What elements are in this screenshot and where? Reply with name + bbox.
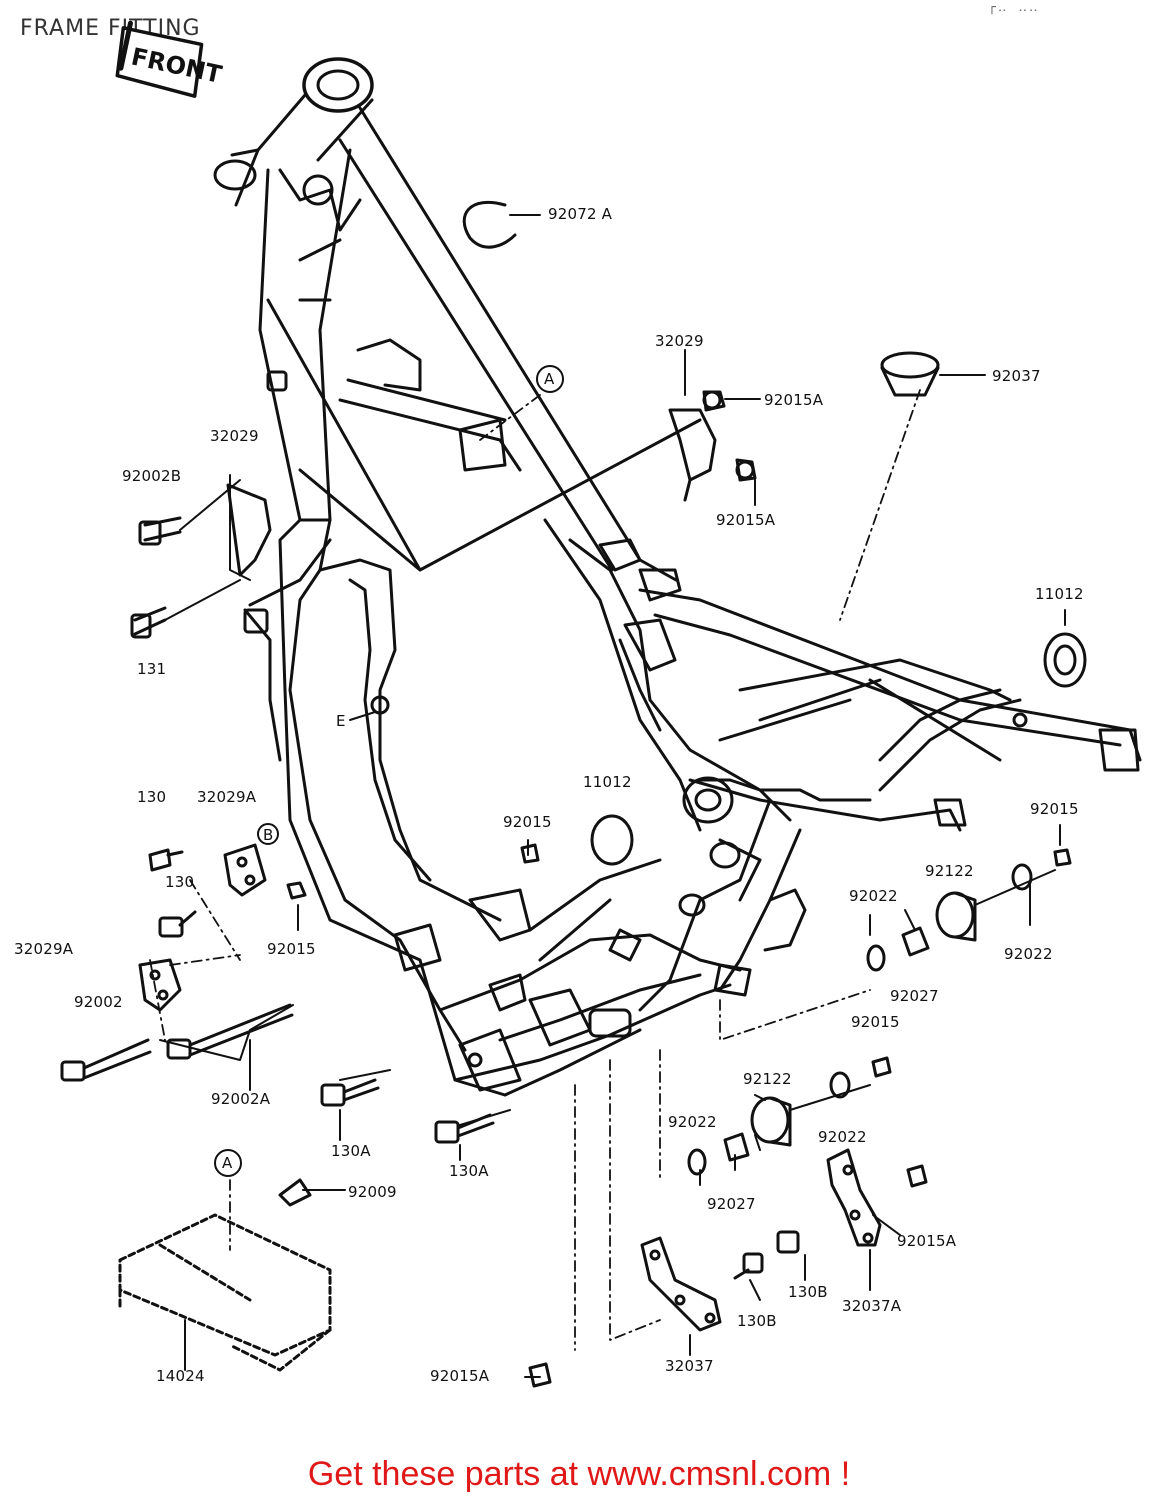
bracket-32029-left [130,483,272,639]
label-92002: 92002 [74,993,123,1011]
marker-e-boss [370,695,390,715]
label-131: 131 [137,660,167,678]
label-92015a-2: 92015A [716,511,776,529]
marker-a-bottom [214,1149,242,1177]
nut-92015a-bottom [528,1362,552,1388]
label-32029-top: 32029 [655,332,704,350]
label-130a-1: 130A [331,1142,371,1160]
steering-head [302,57,374,113]
label-11012-right: 11012 [1035,585,1084,603]
label-92022-3: 92022 [668,1113,717,1131]
plate-32029a-upper [223,843,267,897]
nut-92015-mid [520,843,540,864]
label-14024: 14024 [156,1367,205,1385]
bushing-92122-lower [687,1071,851,1176]
label-e: E [336,712,346,730]
bracket-32029-top [668,390,757,502]
nut-92015-lower [871,1056,892,1078]
band-part [880,351,940,397]
label-92015a-3: 92015A [897,1232,957,1250]
bolt-130-a [148,848,184,872]
label-92022-4: 92022 [818,1128,867,1146]
label-92027-1: 92027 [890,987,939,1005]
label-32029a-1: 32029A [197,788,257,806]
label-92027-2: 92027 [707,1195,756,1213]
guard-14024 [118,1213,332,1372]
bolt-130-b [158,910,197,938]
front-arrow-badge: FRONT [115,20,225,98]
label-b: B [263,826,274,844]
grommet-mid [590,814,634,866]
bracket-32037a [826,1148,882,1247]
label-130-2: 130 [165,873,195,891]
grommet-right [1043,632,1087,688]
label-92002a: 92002A [211,1090,271,1108]
label-92015-right: 92015 [1030,800,1079,818]
label-130a-2: 130A [449,1162,489,1180]
bolt-130b-b [733,1252,764,1280]
label-92122-2: 92122 [743,1070,792,1088]
label-92015-mid: 92015 [503,813,552,831]
label-92037: 92037 [992,367,1041,385]
label-92015a-4: 92015A [430,1367,490,1385]
bolt-92002 [60,1038,152,1082]
label-92009: 92009 [348,1183,397,1201]
label-a-bottom: A [222,1154,233,1172]
label-92072a: 92072 A [548,205,613,223]
marker-b [257,823,279,845]
bolt-130a-upper [320,1078,380,1107]
footer-promo-text[interactable]: Get these parts at www.cmsnl.com ! [307,1455,851,1493]
plate-32029a-lower [138,958,182,1012]
circlip-part [462,200,517,249]
bolt-130b-a [776,1230,800,1254]
bolt-92009 [278,1178,312,1207]
bolt-130a-lower [434,1113,495,1144]
label-32029-left: 32029 [210,427,259,445]
marker-a-top [536,365,564,393]
label-130b-2: 130B [737,1312,777,1330]
label-92022-1: 92022 [849,887,898,905]
label-92002b: 92002B [122,467,182,485]
label-11012-mid: 11012 [583,773,632,791]
label-130-1: 130 [137,788,167,806]
label-92122-1: 92122 [925,862,974,880]
bushing-92122-upper [866,863,1033,972]
label-92015-left: 92015 [267,940,316,958]
nut-92015-left [286,881,307,900]
label-32037: 32037 [665,1357,714,1375]
label-92015a-1: 92015A [764,391,824,409]
bracket-32037 [640,1236,722,1332]
label-130b-1: 130B [788,1283,828,1301]
corner-mark: ┌‥ ‥‥ [988,0,1040,15]
label-92022-2: 92022 [1004,945,1053,963]
label-92015-b: 92015 [851,1013,900,1031]
nut-92015a-lower [906,1164,928,1188]
nut-92015-right [1053,848,1072,867]
bolt-92002a [166,1003,294,1060]
label-a-top: A [544,370,555,388]
label-32029a-2: 32029A [14,940,74,958]
label-32037a: 32037A [842,1297,902,1315]
